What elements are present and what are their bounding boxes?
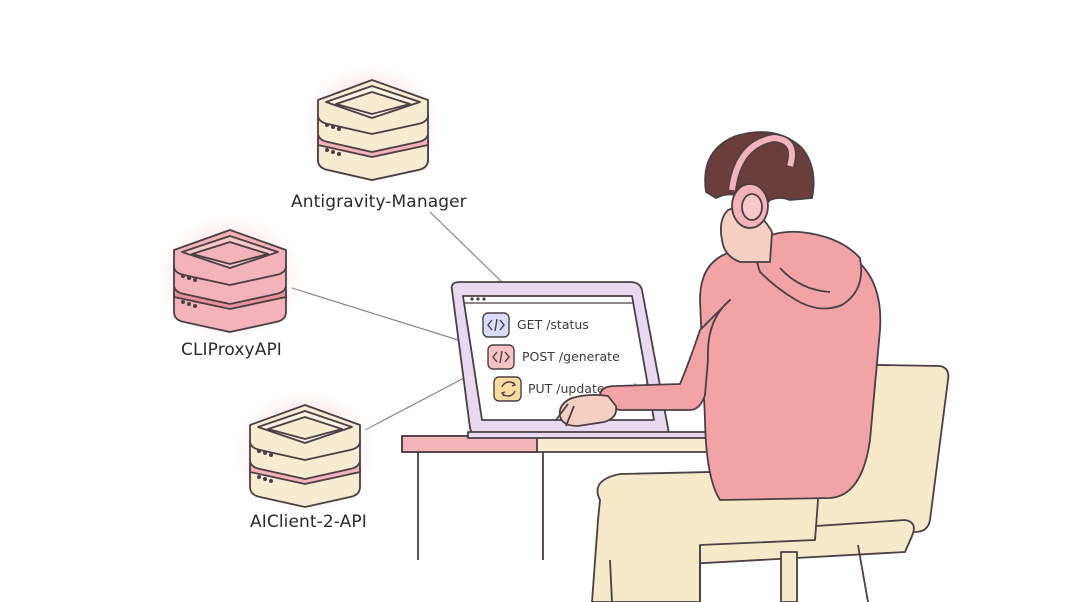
- endpoint-put-refresh-icon: [493, 376, 522, 402]
- developer-person-icon: [555, 131, 882, 602]
- connection-line-antigravity: [429, 211, 506, 286]
- connection-line-cliproxy: [291, 287, 459, 341]
- server-label-antigravity: Antigravity-Manager: [291, 192, 467, 212]
- endpoint-get-code-icon: [482, 312, 510, 338]
- desk-icon: [401, 435, 738, 560]
- server-label-cliproxy: CLIProxyAPI: [181, 340, 282, 360]
- endpoint-post-code-icon: [487, 344, 515, 370]
- endpoint-post-label: POST /generate: [522, 349, 620, 364]
- server-label-aiclient: AIClient-2-API: [250, 512, 367, 532]
- connection-lines: [291, 211, 506, 431]
- endpoint-get-label: GET /status: [517, 317, 589, 332]
- server-stack-antigravity-icon: [294, 57, 450, 193]
- connection-line-aiclient: [364, 376, 467, 431]
- server-stack-aiclient-icon: [225, 382, 385, 522]
- server-stack-cliproxy-icon: [148, 206, 312, 350]
